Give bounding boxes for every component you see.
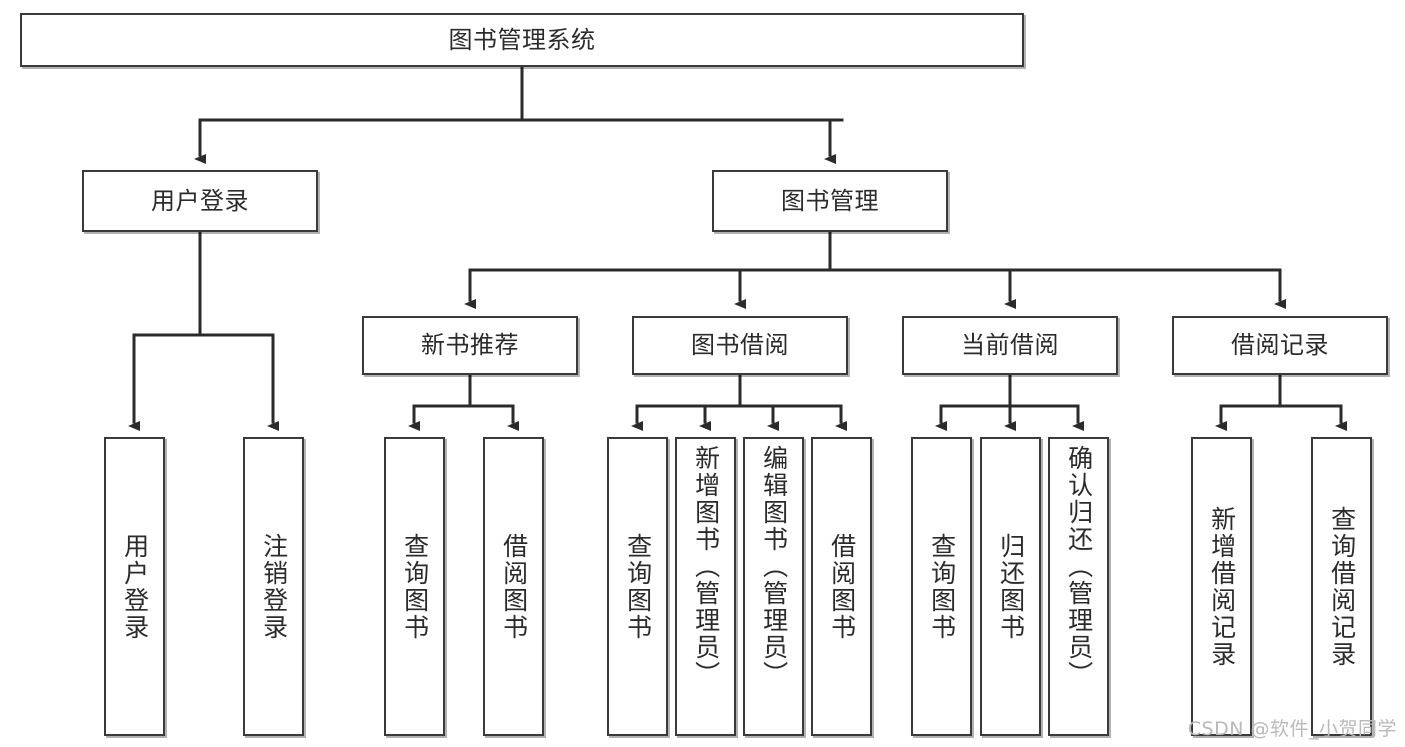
node-current-borrow-label: 当前借阅 — [961, 331, 1059, 360]
node-leaf-borrow-book[interactable]: 借阅图书 — [811, 437, 872, 736]
node-new-book-label: 新书推荐 — [421, 331, 519, 360]
node-leaf-user-login-label: 用户登录 — [120, 532, 150, 641]
node-borrow-record-label: 借阅记录 — [1231, 331, 1329, 360]
node-leaf-add-book-label: 新增图书（管理员） — [691, 445, 721, 688]
node-leaf-newbook-borrow[interactable]: 借阅图书 — [483, 437, 544, 736]
node-leaf-borrow-book-label: 借阅图书 — [827, 532, 857, 641]
node-leaf-newbook-query[interactable]: 查询图书 — [384, 437, 445, 736]
node-book-borrow-label: 图书借阅 — [691, 331, 789, 360]
node-current-borrow[interactable]: 当前借阅 — [902, 316, 1118, 375]
node-leaf-current-query[interactable]: 查询图书 — [911, 437, 972, 736]
node-borrow-record[interactable]: 借阅记录 — [1172, 316, 1388, 375]
node-leaf-borrow-query[interactable]: 查询图书 — [607, 437, 668, 736]
node-root[interactable]: 图书管理系统 — [20, 13, 1024, 67]
node-leaf-confirm-return-label: 确认归还（管理员） — [1064, 445, 1094, 688]
node-leaf-newbook-query-label: 查询图书 — [400, 532, 430, 641]
node-leaf-add-record-label: 新增借阅记录 — [1207, 505, 1237, 668]
node-root-label: 图书管理系统 — [448, 25, 596, 54]
node-leaf-edit-book-label: 编辑图书（管理员） — [759, 445, 789, 688]
node-leaf-newbook-borrow-label: 借阅图书 — [499, 532, 529, 641]
node-leaf-logout-label: 注销登录 — [259, 532, 289, 641]
node-leaf-add-record[interactable]: 新增借阅记录 — [1191, 437, 1252, 736]
node-book-borrow[interactable]: 图书借阅 — [632, 316, 848, 375]
node-leaf-return-book-label: 归还图书 — [996, 532, 1026, 641]
node-leaf-add-book[interactable]: 新增图书（管理员） — [675, 437, 736, 736]
node-leaf-confirm-return[interactable]: 确认归还（管理员） — [1048, 437, 1109, 736]
node-leaf-query-record-label: 查询借阅记录 — [1327, 505, 1357, 668]
node-book-manage[interactable]: 图书管理 — [712, 170, 948, 232]
node-leaf-query-record[interactable]: 查询借阅记录 — [1311, 437, 1372, 736]
node-leaf-borrow-query-label: 查询图书 — [623, 532, 653, 641]
node-leaf-return-book[interactable]: 归还图书 — [980, 437, 1041, 736]
node-book-manage-label: 图书管理 — [781, 186, 879, 215]
node-leaf-edit-book[interactable]: 编辑图书（管理员） — [743, 437, 804, 736]
node-leaf-logout[interactable]: 注销登录 — [243, 437, 304, 736]
node-leaf-current-query-label: 查询图书 — [927, 532, 957, 641]
node-new-book[interactable]: 新书推荐 — [362, 316, 578, 375]
node-user-login-label: 用户登录 — [151, 186, 249, 215]
node-leaf-user-login[interactable]: 用户登录 — [104, 437, 165, 736]
node-user-login[interactable]: 用户登录 — [82, 170, 318, 232]
